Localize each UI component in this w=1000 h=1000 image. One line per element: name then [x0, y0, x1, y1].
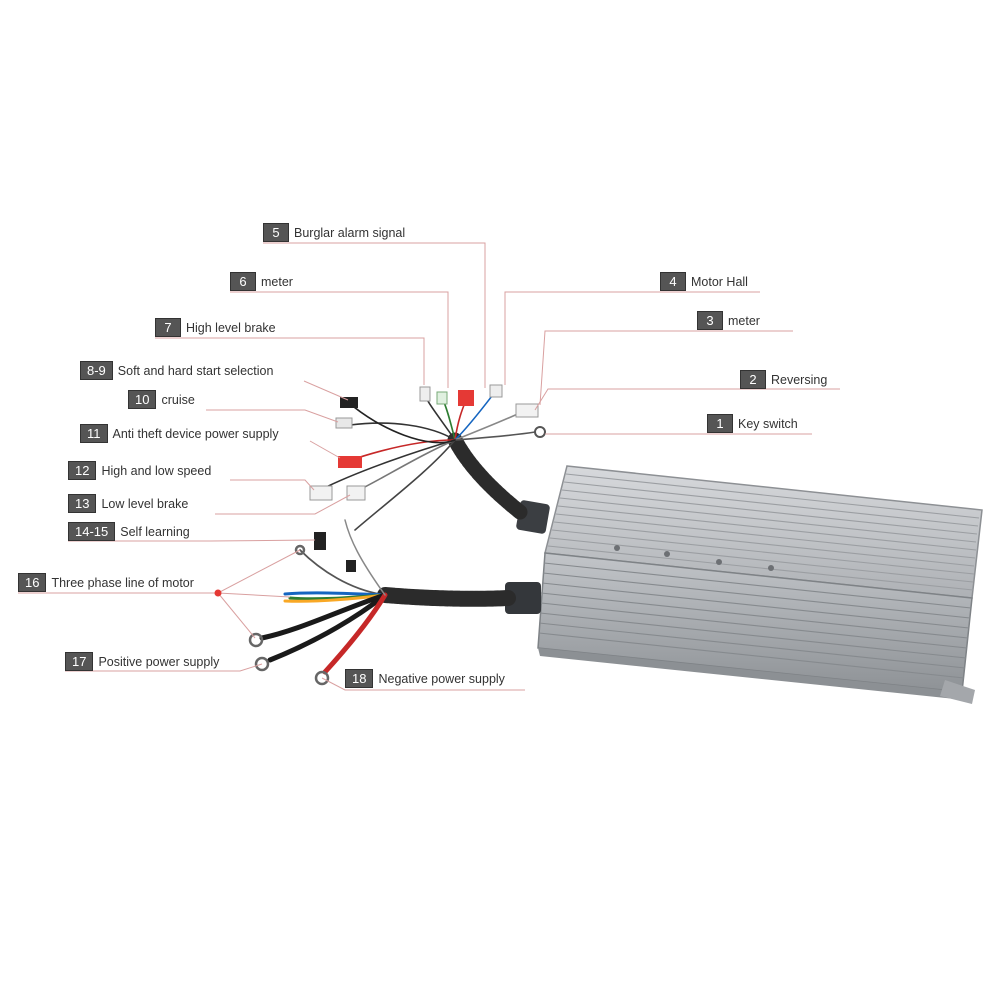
label-text: Reversing: [771, 372, 828, 387]
label-13-low-level-brake: 13 Low level brake: [68, 494, 189, 513]
callout-dot: [214, 589, 222, 597]
label-text: Negative power supply: [378, 671, 505, 686]
label-5-burglar-alarm-signal: 5 Burglar alarm signal: [263, 223, 406, 242]
label-number: 8-9: [80, 361, 113, 380]
label-number: 11: [80, 424, 108, 443]
label-number: 12: [68, 461, 97, 480]
label-2-reversing: 2 Reversing: [740, 370, 828, 389]
label-18-negative-power: 18 Negative power supply: [345, 669, 505, 688]
label-text: High level brake: [186, 320, 276, 335]
label-text: meter: [728, 313, 760, 328]
label-text: Anti theft device power supply: [112, 426, 279, 441]
label-number: 16: [18, 573, 47, 592]
label-16-three-phase-line: 16 Three phase line of motor: [18, 573, 194, 592]
label-number: 13: [68, 494, 97, 513]
label-3-meter: 3 meter: [697, 311, 760, 330]
power-wire-harness: [259, 519, 516, 675]
label-number: 14-15: [68, 522, 116, 541]
label-text: Motor Hall: [691, 274, 748, 289]
label-number: 7: [155, 318, 181, 337]
label-number: 6: [230, 272, 256, 291]
label-text: meter: [261, 274, 293, 289]
label-6-meter: 6 meter: [230, 272, 293, 291]
label-text: High and low speed: [101, 463, 212, 478]
signal-wire-harness: [319, 391, 536, 531]
label-7-high-level-brake: 7 High level brake: [155, 318, 276, 337]
label-text: Self learning: [120, 524, 190, 539]
label-text: Soft and hard start selection: [117, 363, 274, 378]
label-text: Low level brake: [101, 496, 189, 511]
connectors: [309, 384, 546, 572]
label-12-high-low-speed: 12 High and low speed: [68, 461, 212, 480]
label-number: 1: [707, 414, 733, 433]
label-10-cruise: 10 cruise: [128, 390, 195, 409]
label-text: Key switch: [738, 416, 798, 431]
label-text: Burglar alarm signal: [294, 225, 406, 240]
label-14-15-self-learning: 14-15 Self learning: [68, 522, 190, 541]
label-17-positive-power: 17 Positive power supply: [65, 652, 220, 671]
label-number: 18: [345, 669, 374, 688]
label-text: Positive power supply: [98, 654, 220, 669]
label-text: Three phase line of motor: [51, 575, 194, 590]
label-1-key-switch: 1 Key switch: [707, 414, 798, 433]
label-number: 5: [263, 223, 289, 242]
controller-housing: [537, 465, 983, 704]
ring-terminals: [248, 544, 330, 686]
label-8-9-soft-hard-start: 8-9 Soft and hard start selection: [80, 361, 274, 380]
label-text: cruise: [161, 392, 195, 407]
label-number: 2: [740, 370, 766, 389]
label-11-anti-theft-power: 11 Anti theft device power supply: [80, 424, 279, 443]
label-number: 10: [128, 390, 157, 409]
leader-lines: [18, 242, 840, 691]
label-number: 3: [697, 311, 723, 330]
label-number: 4: [660, 272, 686, 291]
label-4-motor-hall: 4 Motor Hall: [660, 272, 748, 291]
label-number: 17: [65, 652, 94, 671]
